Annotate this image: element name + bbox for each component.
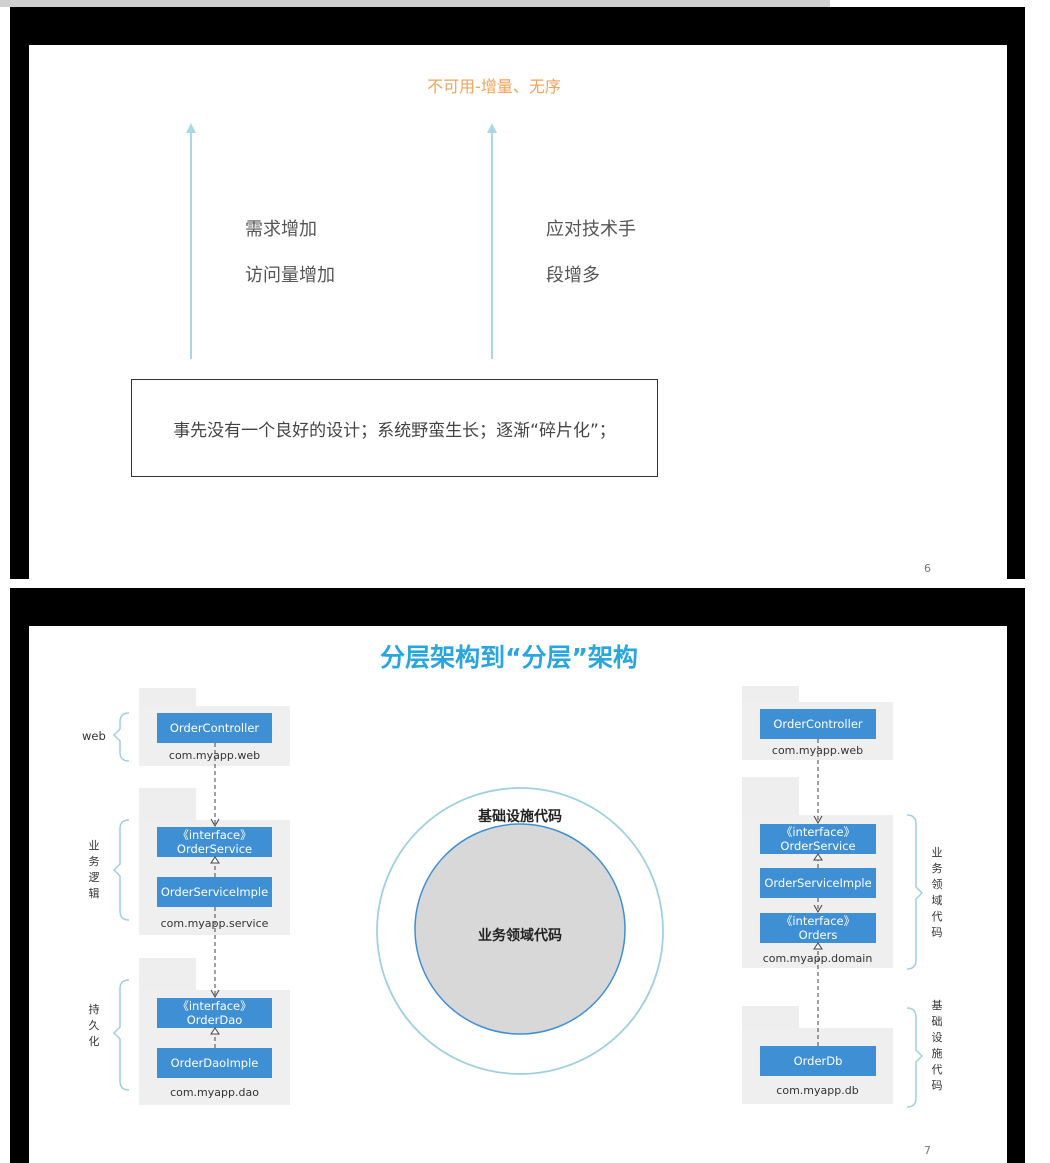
order-service-interface-left: 《interface》 OrderService: [157, 827, 272, 857]
class-label: OrderServiceImple: [160, 885, 269, 899]
dep-arrow-4: [813, 904, 823, 914]
label-web: web: [82, 729, 106, 743]
slide-6: 不可用-增量、无序 需求增加 访问量增加 应对技术手 段增多 事先没有一个良好的…: [29, 45, 1007, 579]
left-arrow-head: [186, 123, 196, 133]
order-service-interface-right: 《interface》 OrderService: [760, 824, 876, 854]
package-name-service-left: com.myapp.service: [160, 917, 269, 930]
right-line-1: 应对技术手: [546, 219, 636, 240]
impl-arrow-4: [813, 942, 823, 950]
bracket-web: [112, 712, 130, 762]
domain-core: [414, 823, 626, 1035]
infrastructure-label: 基础设施代码: [478, 809, 562, 825]
order-dao-impl: OrderDaoImple: [157, 1048, 272, 1078]
stereotype-label: 《interface》: [177, 999, 252, 1013]
bracket-persistence: [112, 979, 130, 1091]
top-strip: [0, 0, 830, 7]
right-line-2: 段增多: [546, 265, 600, 286]
class-label: OrderDaoImple: [170, 1056, 259, 1070]
order-service-impl-left: OrderServiceImple: [157, 877, 272, 907]
label-infra-code: 基础设施代码: [931, 999, 943, 1092]
domain-label: 业务领域代码: [478, 928, 562, 944]
bracket-domain: [906, 814, 924, 970]
web-package-tab: [139, 688, 196, 706]
summary-box: 事先没有一个良好的设计；系统野蛮生长；逐渐“碎片化”；: [131, 379, 658, 477]
slide-7-title: 分层架构到“分层”架构: [380, 643, 638, 672]
dep-arrow-3: [813, 815, 823, 825]
summary-text: 事先没有一个良好的设计；系统野蛮生长；逐渐“碎片化”；: [173, 421, 616, 441]
class-label: OrderController: [169, 721, 260, 735]
package-name-web-left: com.myapp.web: [168, 749, 261, 762]
dep-arrow-1: [210, 818, 220, 828]
orders-interface: 《interface》 Orders: [760, 913, 876, 943]
bracket-business-logic: [112, 819, 130, 921]
page-number-6: 6: [924, 562, 931, 575]
order-service-impl-right: OrderServiceImple: [760, 868, 876, 898]
web-package-tab-right: [742, 686, 799, 702]
label-domain-code: 业务领域代码: [931, 846, 943, 939]
impl-arrow-3: [813, 853, 823, 861]
stereotype-label: 《interface》: [780, 825, 856, 839]
left-line-2: 访问量增加: [245, 265, 335, 286]
class-label: Orders: [798, 928, 838, 942]
label-persistence: 持久化: [88, 1003, 100, 1048]
order-controller-class-right: OrderController: [760, 709, 876, 739]
right-arrow-head: [487, 123, 497, 133]
class-label: OrderServiceImple: [764, 876, 872, 890]
db-package-tab: [742, 1006, 799, 1028]
growth-arrows: [186, 123, 497, 359]
domain-package-tab: [742, 777, 799, 815]
impl-arrow-1: [210, 856, 220, 864]
order-db-class: OrderDb: [760, 1046, 876, 1076]
impl-arrow-2: [210, 1027, 220, 1035]
slide-6-title: 不可用-增量、无序: [427, 77, 561, 96]
package-name-dao: com.myapp.dao: [170, 1086, 259, 1099]
class-label: OrderController: [773, 717, 863, 731]
class-label: OrderService: [176, 842, 253, 856]
package-name-db: com.myapp.db: [776, 1084, 859, 1097]
dep-arrow-2: [210, 989, 220, 999]
dao-package-tab: [139, 958, 196, 990]
label-business-logic: 业务逻辑: [88, 839, 100, 900]
page-number-7: 7: [924, 1144, 931, 1157]
class-label: OrderService: [780, 839, 856, 853]
stereotype-label: 《interface》: [177, 828, 252, 842]
class-label: OrderDao: [186, 1013, 243, 1027]
class-label: OrderDb: [793, 1054, 843, 1068]
package-name-web-right: com.myapp.web: [771, 744, 864, 757]
order-dao-interface: 《interface》 OrderDao: [157, 998, 272, 1028]
service-package-tab: [139, 788, 196, 820]
bracket-infra: [906, 1007, 924, 1108]
order-controller-class-left: OrderController: [157, 713, 272, 743]
stereotype-label: 《interface》: [780, 914, 856, 928]
left-line-1: 需求增加: [245, 219, 317, 240]
